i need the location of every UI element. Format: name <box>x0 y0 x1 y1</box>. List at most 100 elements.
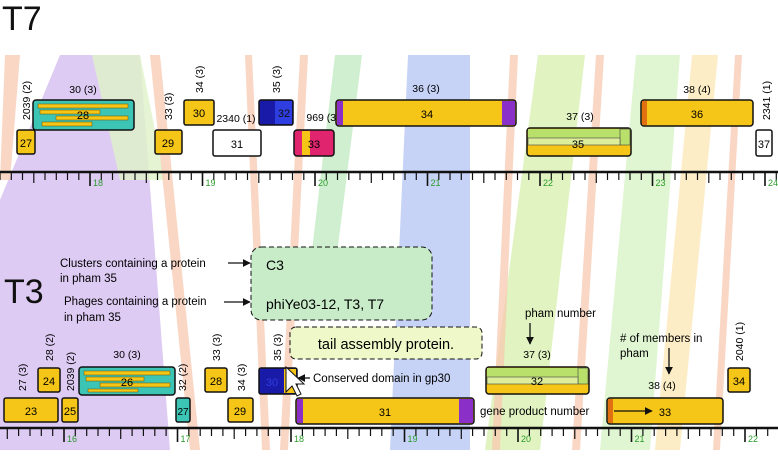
pham-label: 30 (3) <box>69 84 96 96</box>
ruler-label: 16 <box>67 434 77 444</box>
annotation-text: pham number <box>525 308 596 320</box>
pham-label: 30 (3) <box>113 349 140 361</box>
ruler-label: 22 <box>543 178 553 188</box>
domain-bar <box>83 370 171 376</box>
gene-box[interactable] <box>212 129 262 157</box>
domain-bar <box>85 376 145 382</box>
pham-label: 35 (3) <box>271 66 283 93</box>
gene-number: 33 <box>308 139 320 151</box>
ruler-label: 19 <box>206 178 216 188</box>
similarity-band <box>655 55 718 450</box>
domain-bar <box>41 121 93 127</box>
gene-number: 26 <box>121 377 133 389</box>
gene-number: 29 <box>162 138 174 150</box>
cluster-value: C3 <box>266 257 284 273</box>
pham-label: 33 (3) <box>163 93 175 120</box>
pham-label: 28 (2) <box>44 334 56 361</box>
gene-box <box>275 101 292 124</box>
gene-number: 27 <box>177 407 189 418</box>
pham-info-popup[interactable]: C3 phiYe03-12, T3, T7 <box>250 246 433 321</box>
domain-bar <box>459 399 473 423</box>
domain-bar <box>99 382 171 388</box>
pham-label: 27 (3) <box>17 364 29 391</box>
pham-label: 2040 (1) <box>734 322 746 361</box>
gene-number: 32 <box>278 108 290 120</box>
domain-bar <box>486 376 579 385</box>
annotation-text: in pham 35 <box>60 273 117 285</box>
pham-label: 2039 (2) <box>65 352 77 391</box>
pham-label: 33 (3) <box>211 334 223 361</box>
pham-label: 38 (4) <box>683 84 710 96</box>
similarity-band <box>0 55 20 180</box>
pham-label: 37 (3) <box>523 349 550 361</box>
domain-bar <box>337 101 343 125</box>
gene-number: 25 <box>64 406 76 418</box>
gene-box[interactable] <box>37 367 61 393</box>
gene-number: 35 <box>572 139 584 151</box>
gene-box[interactable] <box>16 129 36 155</box>
annotations: Clusters containing a protein in pham 35… <box>60 258 702 418</box>
gene-box[interactable] <box>335 99 517 127</box>
pham-label: 2340 (1) <box>216 113 255 125</box>
gene-box[interactable] <box>755 129 773 157</box>
gene-number: 29 <box>234 406 246 418</box>
genome-top-genes: 27 2039 (2) 28 30 (3) 29 33 (3) 30 34 (3… <box>16 66 773 157</box>
domain-bar <box>37 103 129 109</box>
annotation-text: pham <box>620 348 649 360</box>
pham-label: 34 (3) <box>194 66 206 93</box>
function-text: tail assembly protein. <box>318 337 454 353</box>
gene-box[interactable] <box>606 397 724 425</box>
gene-box[interactable] <box>175 397 191 423</box>
function-box <box>289 326 483 360</box>
domain-bar <box>487 368 588 377</box>
gene-box[interactable] <box>727 367 751 393</box>
ruler-label: 20 <box>521 434 531 444</box>
gene-number: 31 <box>231 139 243 151</box>
annotation-text: gene product number <box>480 406 589 418</box>
pham-label: 34 (3) <box>236 364 248 391</box>
gene-number: 30 <box>193 108 205 120</box>
gene-box[interactable] <box>227 397 254 423</box>
ruler-label: 18 <box>93 178 103 188</box>
pham-label: 2039 (2) <box>21 81 33 120</box>
gene-number: 36 <box>691 109 703 121</box>
similarity-band <box>713 55 742 450</box>
pham-label: 35 (3) <box>272 334 284 361</box>
gene-box[interactable] <box>61 397 79 423</box>
function-popup[interactable]: tail assembly protein. <box>289 326 483 360</box>
ruler-label: 19 <box>408 434 418 444</box>
gene-box[interactable] <box>154 129 183 155</box>
pham-label: 32 (2) <box>177 364 189 391</box>
gene-number: 30 <box>266 377 278 389</box>
annotation-text: in pham 35 <box>64 312 121 324</box>
domain-bar <box>528 129 630 138</box>
ruler-label: 21 <box>635 434 645 444</box>
domain-bar <box>87 388 139 393</box>
domain-bar <box>642 101 647 125</box>
pham-label: 2341 (1) <box>761 81 773 120</box>
gene-box[interactable] <box>204 367 228 393</box>
phages-value: phiYe03-12, T3, T7 <box>266 296 384 312</box>
domain-bar <box>502 101 515 125</box>
gene-number: 32 <box>531 376 543 388</box>
similarity-band <box>492 55 518 450</box>
gene-number: 24 <box>43 376 55 388</box>
annotation-text: Conserved domain in gp30 <box>313 373 450 385</box>
ruler-label: 23 <box>656 178 666 188</box>
ruler-label: 18 <box>294 434 304 444</box>
gene-box[interactable] <box>183 99 215 126</box>
gene-box[interactable] <box>640 99 754 127</box>
similarity-band <box>600 55 680 450</box>
gene-box[interactable] <box>3 397 59 423</box>
domain-bar <box>302 131 310 155</box>
domain-bar <box>39 109 101 115</box>
gene-number: 28 <box>77 110 89 122</box>
pham-label: 37 (3) <box>566 111 593 123</box>
genome-title-bottom: T3 <box>4 273 44 311</box>
ruler-label: 17 <box>181 434 191 444</box>
domain-bar <box>577 367 589 385</box>
annotation-text: Clusters containing a protein <box>60 258 206 270</box>
ruler-label: 24 <box>768 178 778 188</box>
gene-box[interactable] <box>295 397 475 425</box>
domain-bar <box>619 128 631 146</box>
